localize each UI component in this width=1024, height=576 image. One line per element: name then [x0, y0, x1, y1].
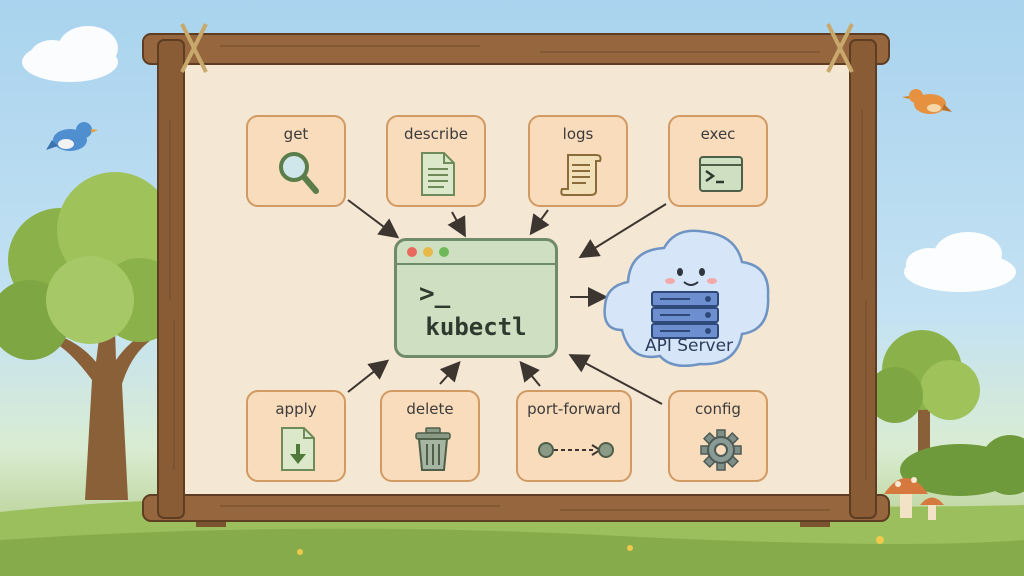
arrow-apply [347, 359, 390, 393]
minimize-dot-icon [423, 247, 433, 257]
command-label-exec: exec [700, 125, 736, 143]
trash-icon [415, 427, 451, 471]
tree-right-icon [867, 330, 980, 475]
arrow-delete [439, 361, 461, 385]
command-box-apply: apply [246, 390, 346, 482]
arrow-config [568, 354, 663, 405]
dotted-link-icon [538, 442, 614, 458]
arrow-exec [578, 203, 667, 259]
terminal-prompt-icon: >_ [419, 279, 451, 309]
command-box-config: config [668, 390, 768, 482]
command-label-port-forward: port-forward [527, 400, 621, 418]
command-label-logs: logs [562, 125, 594, 143]
command-box-logs: logs [528, 115, 628, 207]
kubectl-terminal: >_ kubectl [394, 238, 558, 358]
command-label-config: config [695, 400, 741, 418]
kubectl-label: kubectl [425, 313, 527, 341]
command-box-get: get [246, 115, 346, 207]
scroll-icon [560, 154, 602, 196]
command-label-describe: describe [404, 125, 468, 143]
api-server-label: API Server [644, 336, 734, 356]
arrow-get [347, 199, 400, 239]
file-download-icon [281, 427, 315, 471]
command-label-apply: apply [275, 400, 317, 418]
bird-right-icon [902, 89, 952, 114]
arrow-logs [529, 209, 550, 236]
command-box-describe: describe [386, 115, 486, 207]
close-dot-icon [407, 247, 417, 257]
mushroom-icon [884, 477, 944, 520]
bird-left-icon [46, 122, 98, 151]
cloud-right-icon [904, 232, 1016, 292]
arrow-port-forward [519, 360, 541, 387]
flowers-icon [297, 536, 884, 555]
bush-right-icon [900, 435, 1024, 496]
magnifier-icon [279, 152, 319, 194]
document-icon [421, 152, 455, 196]
terminal-icon [699, 156, 743, 192]
maximize-dot-icon [439, 247, 449, 257]
tree-left-icon [0, 172, 182, 500]
command-box-delete: delete [380, 390, 480, 482]
command-label-get: get [283, 125, 309, 143]
cloud-face-icon [665, 268, 717, 286]
command-box-port-forward: port-forward [516, 390, 632, 482]
cloud-left-icon [22, 26, 118, 82]
server-rack-icon [651, 291, 719, 339]
command-box-exec: exec [668, 115, 768, 207]
gear-icon [700, 429, 742, 471]
terminal-titlebar [397, 241, 555, 265]
command-label-delete: delete [406, 400, 454, 418]
arrow-describe [447, 211, 466, 238]
